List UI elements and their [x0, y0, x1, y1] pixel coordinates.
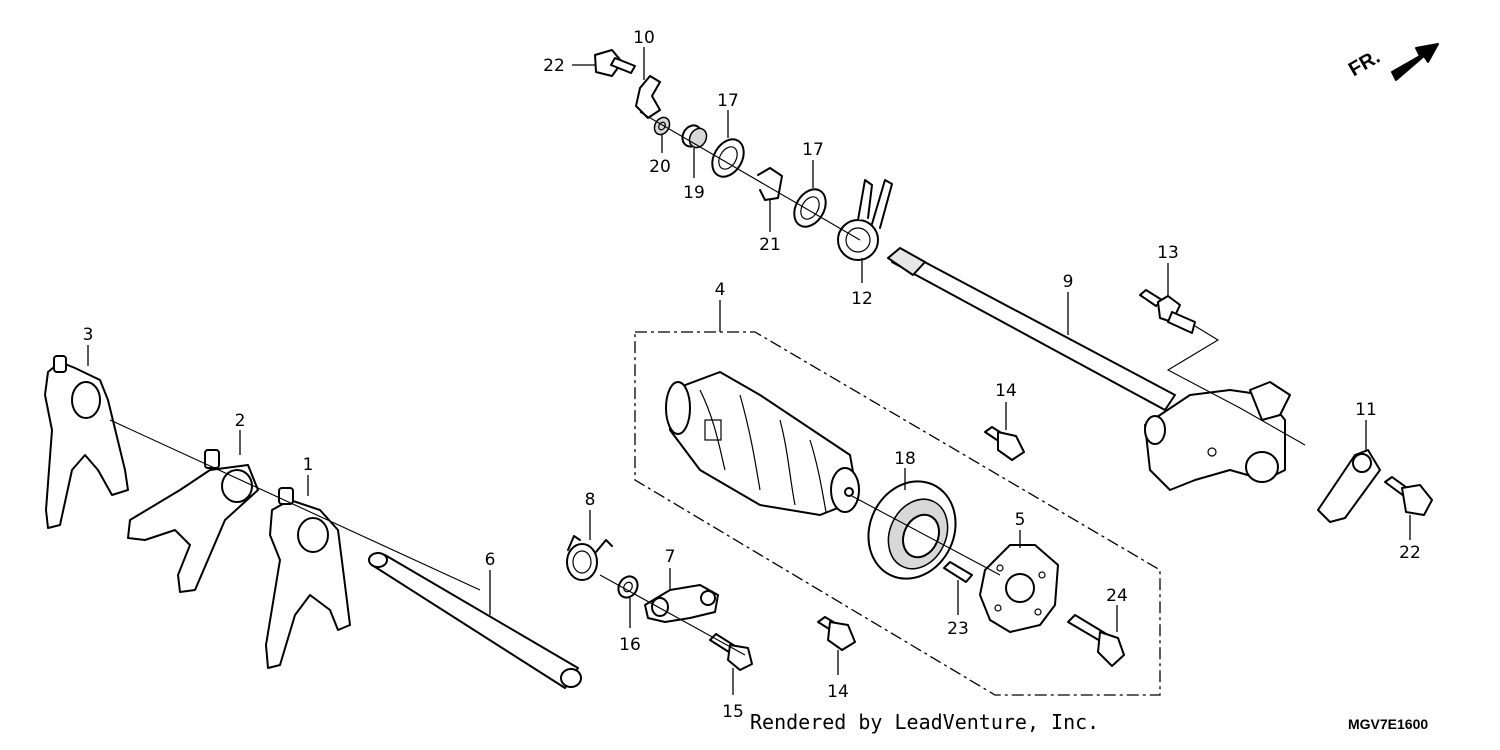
callout-6: 6 [485, 550, 496, 570]
stopper-bolt[interactable] [594, 49, 636, 77]
stopper-arm-plate[interactable] [1317, 449, 1381, 523]
front-direction-arrow [1391, 43, 1439, 81]
drum-bolt-upper[interactable] [984, 426, 1025, 461]
spring-washer[interactable] [615, 573, 642, 601]
shift-fork-3[interactable] [44, 355, 129, 529]
stopper-pin-bolt[interactable] [1139, 289, 1196, 334]
callout-1: 1 [303, 455, 314, 475]
drum-axis-line [849, 494, 1001, 576]
lower-assembly-axis [599, 574, 746, 656]
callout-23: 23 [947, 619, 969, 639]
callout-leaders [87, 47, 1411, 695]
dowel-pin[interactable] [943, 561, 973, 583]
spindle-axis-line [1239, 407, 1306, 446]
callout-5: 5 [1015, 510, 1026, 530]
callout-2: 2 [235, 411, 246, 431]
render-credit: Rendered by LeadVenture, Inc. [750, 710, 1100, 734]
callout-12: 12 [851, 289, 873, 309]
shift-drum[interactable] [665, 371, 860, 516]
circlip[interactable] [757, 167, 783, 201]
assembly-group-outline [634, 331, 1161, 696]
small-washer[interactable] [651, 115, 672, 138]
callout-24: 24 [1106, 586, 1128, 606]
stopper-pin-leader [1166, 325, 1241, 409]
drum-bearing[interactable] [853, 467, 971, 593]
washer-17-inner[interactable] [706, 134, 750, 183]
gearshift-spindle[interactable] [887, 247, 1291, 491]
shift-fork-1[interactable] [265, 487, 351, 669]
callout-22-top: 22 [543, 56, 565, 76]
callout-labels: 1 2 3 4 5 6 7 8 9 10 11 12 13 14 14 15 1… [83, 28, 1421, 722]
drum-center-plate[interactable] [979, 544, 1059, 633]
shift-fork-2[interactable] [127, 449, 259, 593]
callout-14-lower: 14 [827, 682, 849, 702]
callout-11: 11 [1355, 400, 1377, 420]
stopper-arm-bolt[interactable] [1384, 476, 1433, 516]
collar[interactable] [679, 122, 710, 151]
callout-10: 10 [633, 28, 655, 48]
callout-7: 7 [665, 547, 676, 567]
callout-16: 16 [619, 635, 641, 655]
washer-17-outer[interactable] [788, 184, 832, 233]
callout-20: 20 [649, 157, 671, 177]
callout-3: 3 [83, 325, 94, 345]
callout-22-right: 22 [1399, 543, 1421, 563]
callout-15: 15 [722, 702, 744, 722]
upper-assembly-axis [639, 111, 861, 241]
callout-14-upper: 14 [995, 381, 1017, 401]
diagram-code: MGV7E1600 [1348, 716, 1429, 732]
shift-arm-spring[interactable] [566, 535, 613, 581]
callout-13: 13 [1157, 243, 1179, 263]
drum-bolt-lower[interactable] [817, 616, 856, 651]
fork-axis-line [109, 419, 481, 591]
callout-19: 19 [683, 183, 705, 203]
drum-stopper-arm[interactable] [644, 584, 719, 623]
plate-bolt[interactable] [1067, 614, 1125, 667]
callout-17-inner: 17 [717, 91, 739, 111]
callout-21: 21 [759, 235, 781, 255]
callout-8: 8 [585, 490, 596, 510]
return-spring[interactable] [837, 179, 893, 261]
fork-shaft[interactable] [368, 552, 582, 689]
callout-4: 4 [715, 280, 726, 300]
callout-18: 18 [894, 449, 916, 469]
callout-17-outer: 17 [802, 140, 824, 160]
stopper-arm[interactable] [635, 75, 661, 119]
callout-9: 9 [1063, 272, 1074, 292]
